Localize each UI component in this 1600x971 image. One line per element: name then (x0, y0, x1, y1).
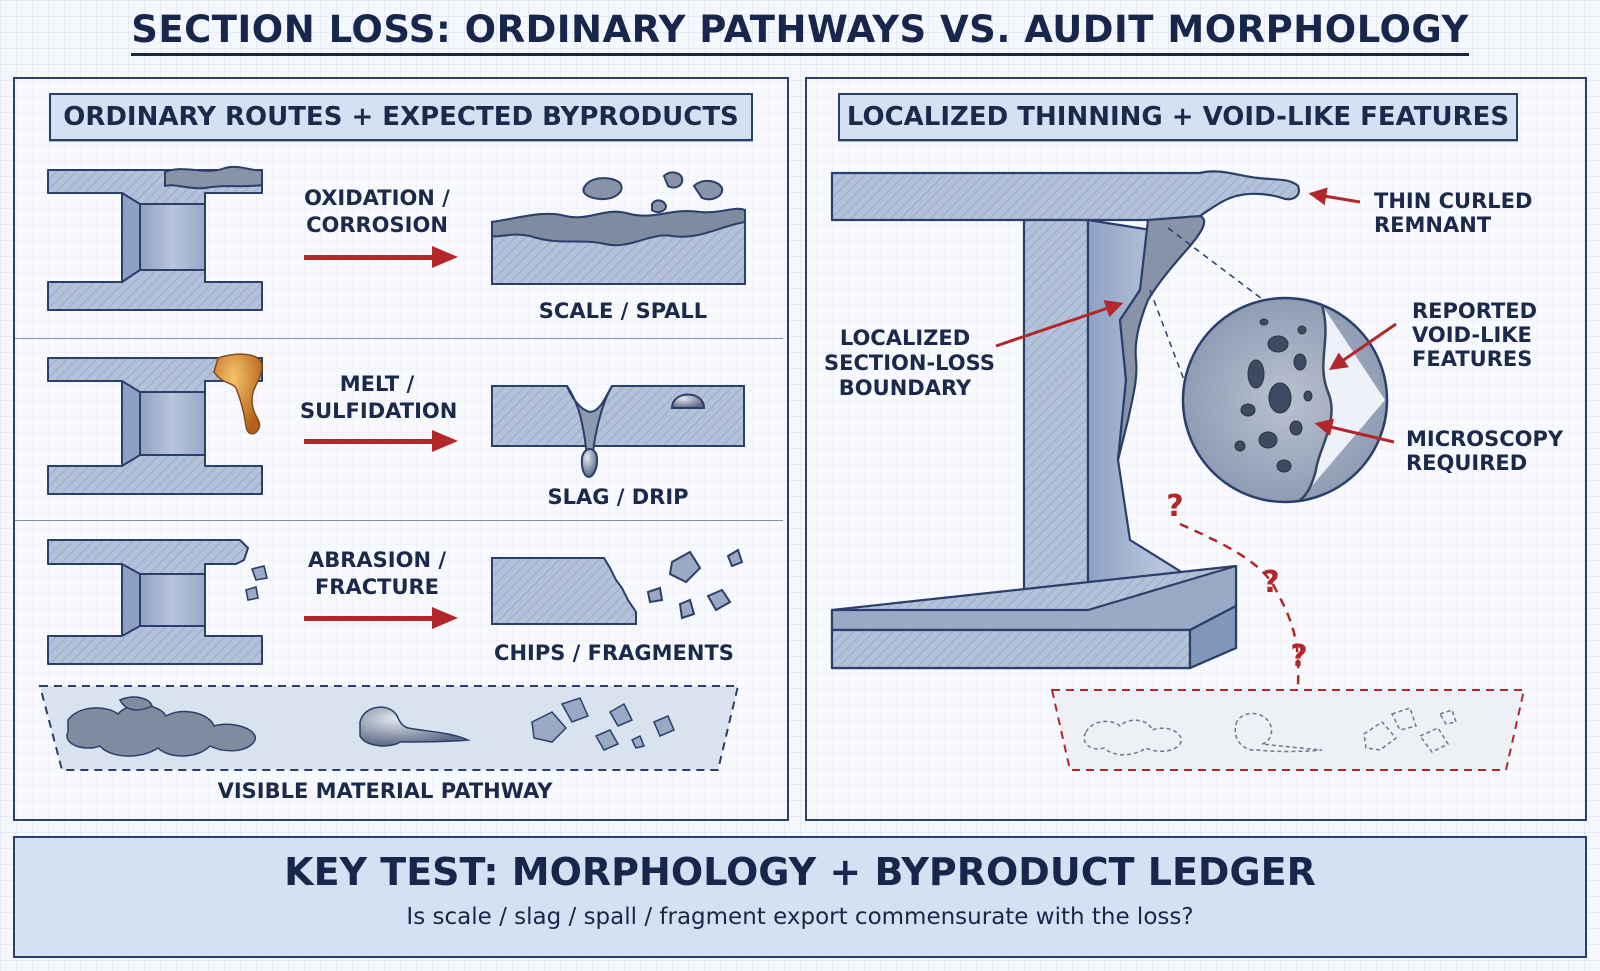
arrow-right-icon (304, 246, 458, 629)
voids-label-line1: REPORTED (1412, 299, 1538, 323)
i-beam-icon (47, 165, 263, 665)
remnant-label-line1: THIN CURLED (1374, 189, 1533, 213)
route-3-process-line2: FRACTURE (314, 575, 440, 599)
boundary-label-line3: BOUNDARY (838, 376, 972, 400)
route-1-byproduct: SCALE / SPALL (538, 299, 708, 323)
key-test-title: KEY TEST: MORPHOLOGY + BYPRODUCT LEDGER (284, 850, 1316, 894)
magnifier-circle-icon (1181, 296, 1389, 504)
route-2-byproduct: SLAG / DRIP (547, 485, 689, 509)
right-panel-header: LOCALIZED THINNING + VOID-LIKE FEATURES (838, 93, 1518, 141)
missing-byproduct-tray (1050, 689, 1526, 771)
large-i-beam-icon (830, 170, 1300, 670)
route-2-process-line1: MELT / (339, 372, 415, 396)
route-2-process-line2: SULFIDATION (300, 399, 458, 423)
pathway-label: VISIBLE MATERIAL PATHWAY (217, 779, 553, 803)
boundary-label-line1: LOCALIZED (839, 326, 971, 350)
callout-arrows (995, 187, 1397, 444)
slag-drip-illustration (491, 385, 745, 479)
route-1-process-line1: OXIDATION / (304, 186, 450, 210)
route-3-byproduct: CHIPS / FRAGMENTS (494, 641, 734, 665)
key-test-box: KEY TEST: MORPHOLOGY + BYPRODUCT LEDGER … (13, 836, 1587, 958)
route-3-process-line1: ABRASION / (307, 548, 447, 572)
boundary-label-line2: SECTION-LOSS (824, 351, 995, 375)
debris-icon (245, 565, 268, 601)
remnant-label-line2: REMNANT (1374, 213, 1492, 237)
molten-drip-icon (213, 353, 263, 435)
question-mark-2: ? (1262, 565, 1280, 600)
voids-label-line3: FEATURES (1412, 347, 1533, 371)
left-panel-header: ORDINARY ROUTES + EXPECTED BYPRODUCTS (49, 93, 753, 141)
visible-material-pathway-tray (38, 685, 740, 771)
microscopy-label-line1: MICROSCOPY (1406, 427, 1564, 451)
question-mark-1: ? (1166, 489, 1184, 524)
microscopy-label-line2: REQUIRED (1406, 451, 1528, 475)
question-mark-3: ? (1290, 639, 1308, 674)
route-divider-1 (15, 338, 783, 339)
route-1-process-line2: CORROSION (306, 213, 448, 237)
voids-label-line2: VOID-LIKE (1412, 323, 1532, 347)
scale-spall-illustration (491, 171, 746, 285)
chips-fragments-illustration (491, 548, 744, 625)
question-mark-icon (1179, 522, 1300, 687)
page-title: SECTION LOSS: ORDINARY PATHWAYS VS. AUDI… (0, 8, 1600, 56)
route-divider-2 (15, 520, 783, 521)
key-test-subtitle: Is scale / slag / spall / fragment expor… (406, 904, 1194, 930)
